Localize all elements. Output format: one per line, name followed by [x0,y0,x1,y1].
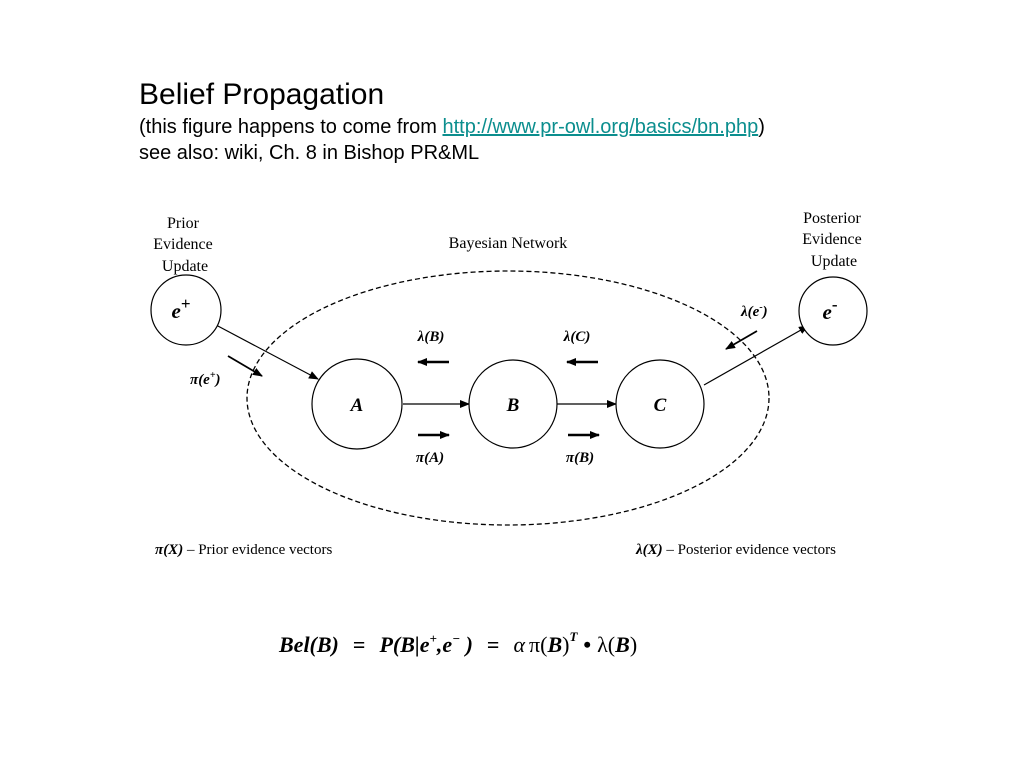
posterior-evidence-label: Posterior Evidence Update [802,210,866,270]
lambda-b-label: λ(B) [417,329,445,345]
node-a-label: A [350,395,364,416]
node-e-minus-label: e- [823,295,838,324]
prior-evidence-label: Prior Evidence Update [153,215,217,275]
edge-c-to-eminus [703,325,809,386]
node-e-plus-label: e+ [171,294,190,323]
pi-a-label: π(A) [416,450,444,466]
slide-title: Belief Propagation [139,78,385,111]
see-also-line: see also: wiki, Ch. 8 in Bishop PR&ML [139,142,480,164]
lambda-c-label: λ(C) [563,329,591,345]
pi-e-plus-label: π(e+) [190,370,221,388]
pi-e-plus-arrow [227,355,263,377]
slide-header: Belief Propagation (this figure happens … [139,76,765,166]
legend-posterior: λ(X) – Posterior evidence vectors [635,542,836,558]
node-b-label: B [506,395,520,416]
node-c-label: C [654,395,667,416]
edge-eplus-to-a [215,324,319,380]
bayesian-network-label: Bayesian Network [449,235,568,252]
source-prefix: (this figure happens to come from [139,116,443,138]
lambda-e-minus-arrow [725,330,758,350]
lambda-e-minus-label: λ(e-) [740,302,768,320]
node-e-plus [150,274,222,346]
node-a [311,358,403,450]
legend-prior: π(X) – Prior evidence vectors [155,542,332,558]
node-c [615,359,705,449]
node-e-minus [798,276,868,346]
node-b [468,359,558,449]
source-suffix: ) [758,116,765,138]
pi-b-label: π(B) [566,450,594,466]
network-boundary [246,270,770,526]
source-line: (this figure happens to come from http:/… [139,114,765,140]
source-link[interactable]: http://www.pr-owl.org/basics/bn.php [442,116,759,138]
